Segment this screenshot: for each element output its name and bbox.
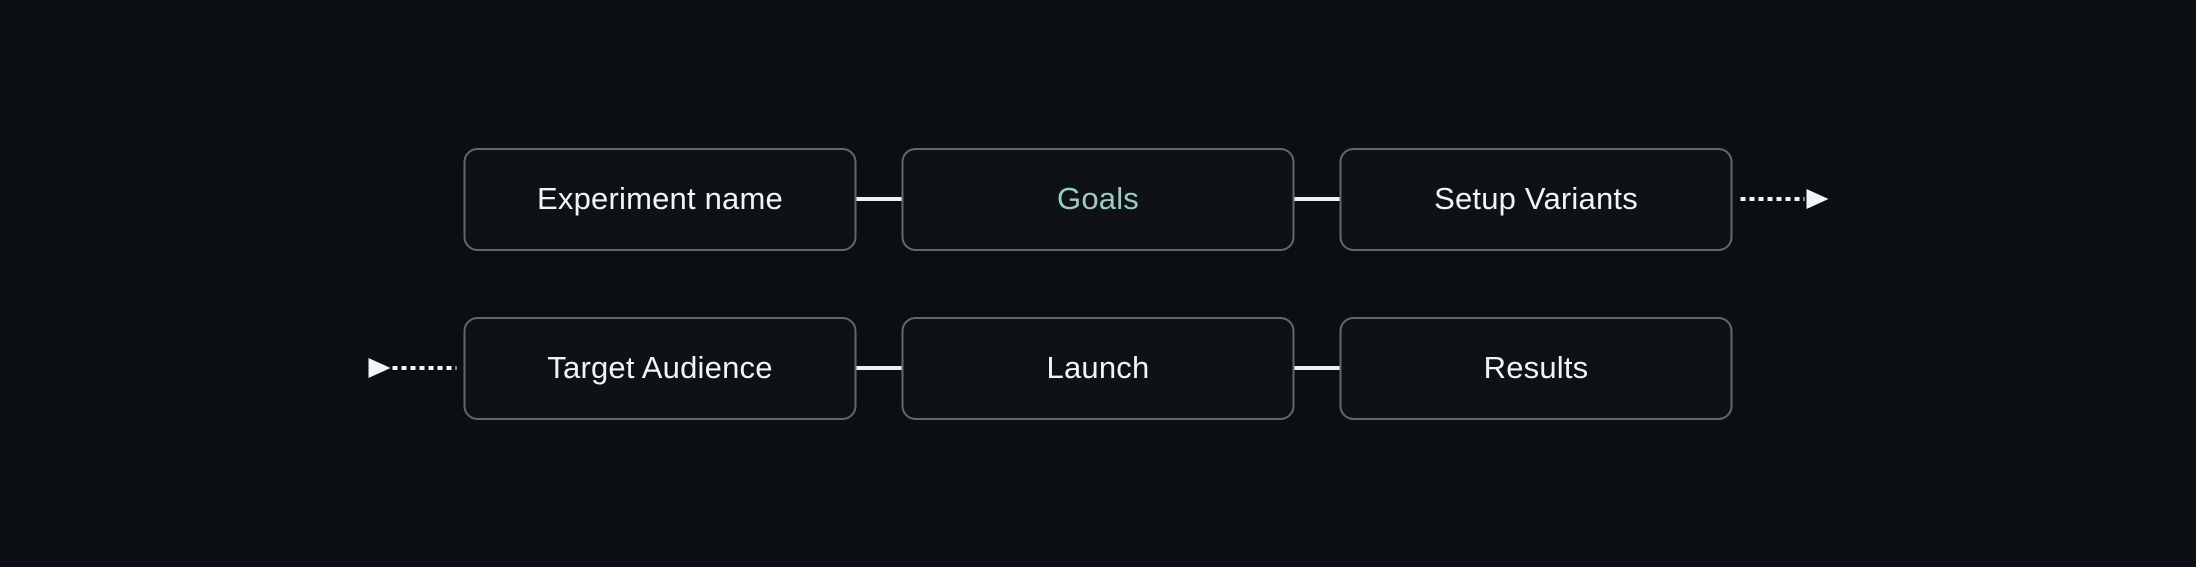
flow-row-1: Experiment name Goals Setup Variants	[463, 146, 1829, 253]
connector-line	[856, 197, 902, 201]
experiment-flow-diagram: Experiment name Goals Setup Variants Tar…	[368, 146, 1829, 422]
row2-continuation-arrow	[368, 358, 457, 378]
step-label: Launch	[1046, 350, 1150, 385]
step-node-results: Results	[1339, 316, 1733, 420]
connector-line	[1294, 366, 1340, 370]
step-node-launch: Launch	[901, 316, 1295, 420]
step-node-experiment-name: Experiment name	[463, 147, 857, 251]
dotted-connector	[392, 366, 457, 370]
row1-continuation-arrow	[1740, 189, 1829, 209]
step-node-setup-variants: Setup Variants	[1339, 147, 1733, 251]
step-label: Setup Variants	[1434, 181, 1638, 216]
flow-row-2: Target Audience Launch Results	[368, 315, 1733, 422]
arrow-right-icon	[368, 358, 391, 378]
connector-line	[1294, 197, 1340, 201]
step-node-goals: Goals	[901, 147, 1295, 251]
step-label: Target Audience	[547, 350, 773, 385]
step-label: Results	[1483, 350, 1589, 385]
step-node-target-audience: Target Audience	[463, 316, 857, 420]
step-label: Experiment name	[537, 181, 783, 216]
step-label-active: Goals	[1057, 181, 1139, 216]
arrow-right-icon	[1806, 189, 1829, 209]
connector-line	[856, 366, 902, 370]
dotted-connector	[1740, 197, 1805, 201]
